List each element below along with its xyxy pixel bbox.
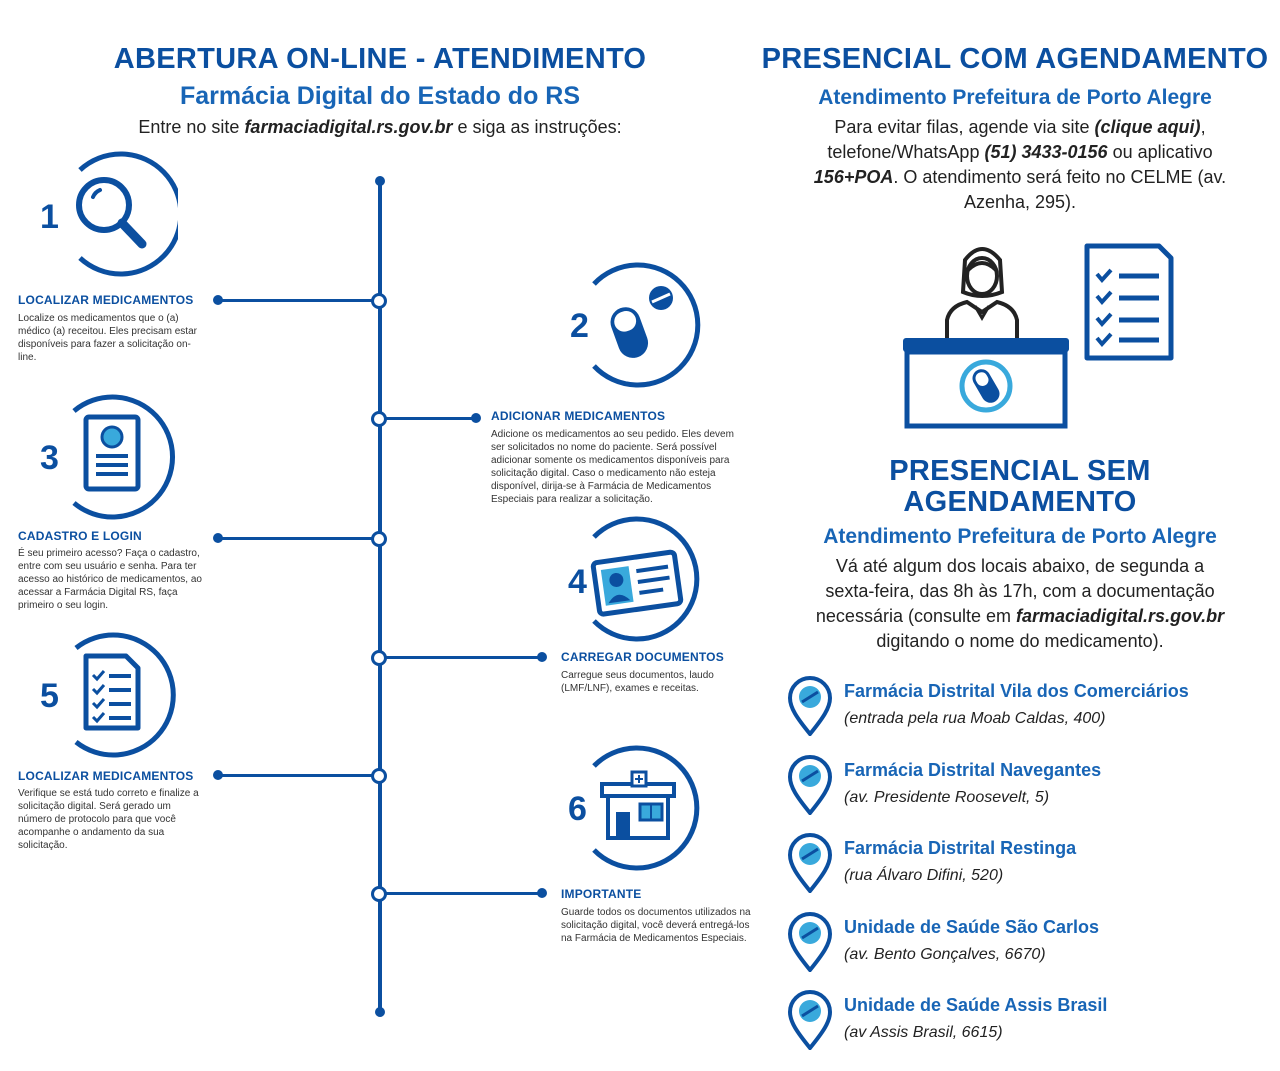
online-subtitle: Farmácia Digital do Estado do RS xyxy=(179,82,581,110)
map-pin-icon xyxy=(787,676,833,736)
scheduled-text: Para evitar filas, agende via site (cliq… xyxy=(813,117,1227,212)
location-name: Unidade de Saúde São Carlos xyxy=(844,917,1100,937)
walkin-subtitle: Atendimento Prefeitura de Porto Alegre xyxy=(823,525,1217,548)
pharmacy-building-icon xyxy=(600,770,676,840)
checklist-icon xyxy=(83,653,141,731)
map-pin-icon xyxy=(787,833,833,893)
step-5-text: Verifique se está tudo correto e finaliz… xyxy=(18,788,199,851)
walkin-text: Vá até algum dos locais abaixo, de segun… xyxy=(815,556,1225,651)
step-1-title: LOCALIZAR MEDICAMENTOS xyxy=(18,293,194,307)
step-6-badge: 6 xyxy=(568,745,700,871)
connector-line xyxy=(218,537,376,540)
connector-dot xyxy=(471,413,481,423)
scheduled-subtitle: Atendimento Prefeitura de Porto Alegre xyxy=(818,86,1212,109)
timeline-line xyxy=(378,181,382,1013)
connector-line xyxy=(218,774,376,777)
location-item: Unidade de Saúde São Carlos (av. Bento G… xyxy=(785,912,1265,976)
location-name: Unidade de Saúde Assis Brasil xyxy=(844,995,1108,1015)
map-pin-icon xyxy=(787,912,833,972)
connector-ring xyxy=(371,768,387,784)
step-2-title: ADICIONAR MEDICAMENTOS xyxy=(491,409,666,423)
location-item: Farmácia Distrital Navegantes (av. Presi… xyxy=(785,755,1265,819)
step-3-title: CADASTRO E LOGIN xyxy=(18,529,142,543)
walkin-title: PRESENCIAL SEM AGENDAMENTO xyxy=(889,455,1151,518)
step-number: 2 xyxy=(570,307,589,345)
step-3-text: É seu primeiro acesso? Faça o cadastro, … xyxy=(18,548,202,611)
site-link[interactable]: farmaciadigital.rs.gov.br xyxy=(244,117,453,137)
connector-dot xyxy=(537,888,547,898)
step-5-title: LOCALIZAR MEDICAMENTOS xyxy=(18,769,194,783)
step-number: 3 xyxy=(40,439,59,477)
app-name: 156+POA xyxy=(813,167,894,187)
step-4-badge: 4 xyxy=(568,516,700,642)
step-1-text: Localize os medicamentos que o (a) médic… xyxy=(18,313,197,363)
reception-desk-illustration xyxy=(903,243,1174,429)
attendant-icon xyxy=(945,247,1019,340)
location-name: Farmácia Distrital Restinga xyxy=(844,838,1077,858)
location-item: Farmácia Distrital Vila dos Comerciários… xyxy=(785,676,1265,740)
scheduled-title: PRESENCIAL COM AGENDAMENTO xyxy=(761,43,1269,75)
step-number: 1 xyxy=(40,198,59,236)
location-address: (av. Bento Gonçalves, 6670) xyxy=(844,946,1046,963)
step-5-badge: 5 xyxy=(40,632,176,758)
map-pin-icon xyxy=(787,755,833,815)
location-item: Farmácia Distrital Restinga (rua Álvaro … xyxy=(785,833,1265,897)
step-3-badge: 3 xyxy=(40,394,175,520)
clipboard-checklist-icon xyxy=(1084,243,1174,361)
online-title: ABERTURA ON-LINE - ATENDIMENTO xyxy=(113,43,647,75)
connector-line xyxy=(384,892,542,895)
online-intro: Entre no site farmaciadigital.rs.gov.br … xyxy=(138,117,622,137)
step-number: 4 xyxy=(568,563,587,601)
location-name: Farmácia Distrital Vila dos Comerciários xyxy=(844,681,1189,701)
site-link[interactable]: farmaciadigital.rs.gov.br xyxy=(1016,606,1225,626)
step-number: 5 xyxy=(40,677,59,715)
location-address: (av. Presidente Roosevelt, 5) xyxy=(844,789,1050,806)
step-2-text: Adicione os medicamentos ao seu pedido. … xyxy=(491,429,734,505)
desk-icon xyxy=(903,338,1069,429)
location-address: (entrada pela rua Moab Caldas, 400) xyxy=(844,710,1106,727)
location-item: Unidade de Saúde Assis Brasil (av Assis … xyxy=(785,990,1265,1054)
phone-number[interactable]: (51) 3433-0156 xyxy=(984,142,1108,162)
timeline-bottom-dot xyxy=(375,1007,385,1017)
step-1-badge: 1 xyxy=(40,151,178,277)
step-2-badge: 2 xyxy=(570,262,701,388)
id-card-icon xyxy=(590,549,684,617)
magnifier-icon xyxy=(76,177,147,249)
location-address: (rua Álvaro Difini, 520) xyxy=(844,867,1004,884)
profile-document-icon xyxy=(83,414,141,492)
connector-line xyxy=(384,417,476,420)
step-4-title: CARREGAR DOCUMENTOS xyxy=(561,650,724,664)
step-number: 6 xyxy=(568,790,587,828)
connector-ring xyxy=(371,531,387,547)
connector-dot xyxy=(537,652,547,662)
pills-icon xyxy=(610,286,673,358)
location-address: (av Assis Brasil, 6615) xyxy=(844,1024,1003,1041)
timeline-top-dot xyxy=(375,176,385,186)
map-pin-icon xyxy=(787,990,833,1050)
step-4-text: Carregue seus documentos, laudo (LMF/LNF… xyxy=(561,670,714,694)
location-name: Farmácia Distrital Navegantes xyxy=(844,760,1102,780)
connector-line xyxy=(218,299,376,302)
schedule-link[interactable]: (clique aqui) xyxy=(1094,117,1201,137)
step-6-text: Guarde todos os documentos utilizados na… xyxy=(561,907,751,944)
step-6-title: IMPORTANTE xyxy=(561,887,642,901)
connector-ring xyxy=(371,293,387,309)
connector-line xyxy=(384,656,542,659)
